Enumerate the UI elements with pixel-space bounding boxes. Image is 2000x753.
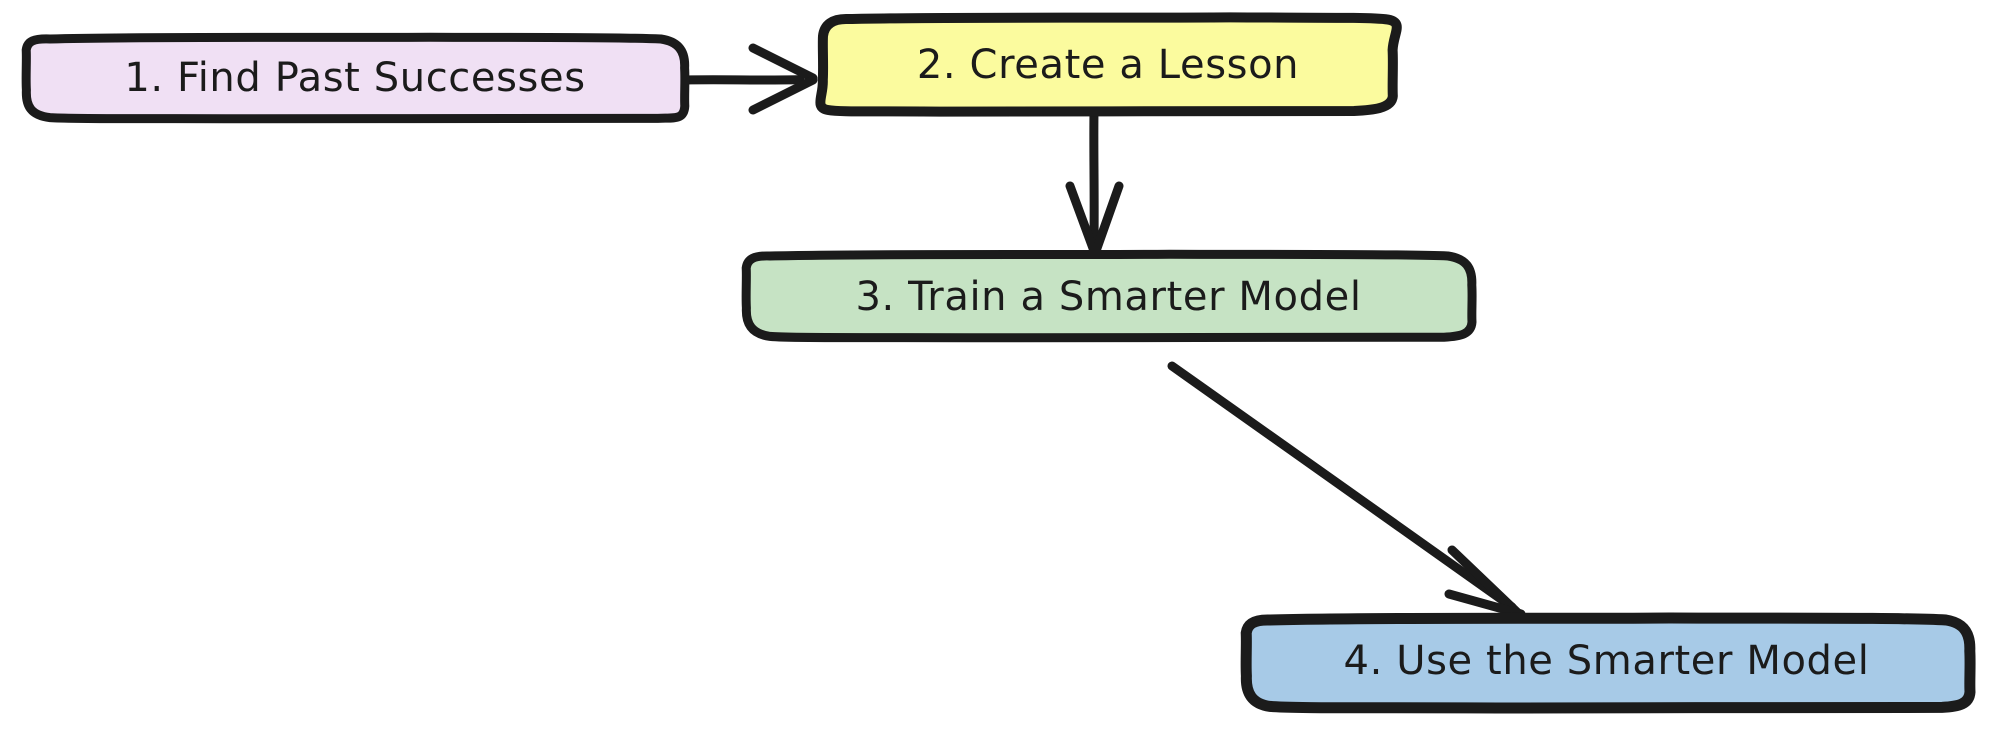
node-shape[interactable]	[1240, 612, 1976, 714]
edge-train-a-smarter-model-to-use-the-smarter-model	[1167, 361, 1526, 619]
node-create-a-lesson[interactable]	[815, 12, 1402, 117]
edge-find-past-successes-to-create-a-lesson	[681, 43, 818, 115]
node-shape[interactable]	[815, 12, 1402, 117]
arrowhead-left	[1065, 181, 1099, 256]
arrowhead-upper	[1447, 545, 1524, 619]
arrowhead-lower	[748, 75, 818, 115]
arrowhead-right	[1091, 181, 1124, 256]
edge-create-a-lesson-to-train-a-smarter-model	[1065, 107, 1124, 256]
node-shape[interactable]	[21, 32, 690, 124]
node-find-past-successes[interactable]	[21, 32, 690, 124]
node-train-a-smarter-model[interactable]	[741, 249, 1477, 343]
node-use-the-smarter-model[interactable]	[1240, 612, 1976, 714]
edge-line	[1167, 361, 1517, 612]
arrowhead-lower	[1444, 589, 1526, 619]
arrowhead-upper	[748, 43, 818, 83]
node-shape[interactable]	[741, 249, 1477, 343]
